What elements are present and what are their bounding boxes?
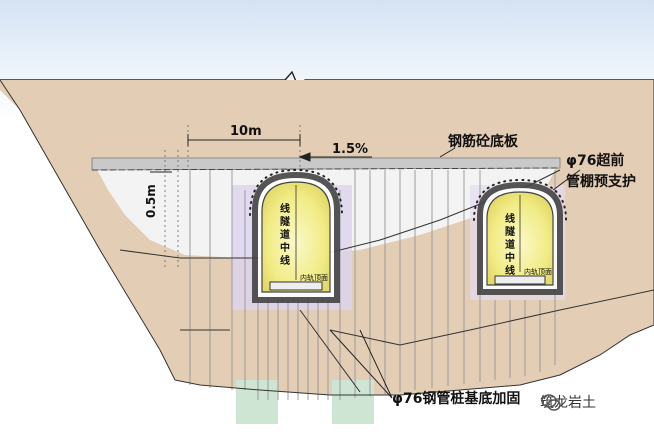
pile-base-zone-right [332, 380, 374, 424]
label-pre-support-line2: 管棚预支护 [566, 173, 636, 190]
slab-leader [439, 147, 456, 158]
label-pile-reinforcement: φ76钢管桩基底加固 [392, 390, 520, 407]
pre-support-leader [552, 169, 581, 191]
svg-text:隧: 隧 [280, 215, 290, 228]
label-slope: 1.5% [332, 142, 368, 157]
tunnel-right [473, 178, 567, 295]
svg-text:中: 中 [505, 251, 515, 264]
svg-text:道: 道 [280, 228, 290, 241]
svg-text:道: 道 [505, 238, 515, 251]
watermark-text: 筑龙岩土 [540, 395, 596, 411]
pile-leader-1 [329, 329, 393, 399]
svg-text:线: 线 [280, 202, 290, 215]
label-rail-top-right: 内轨顶面 [524, 267, 552, 276]
slope-arrow [298, 152, 372, 162]
construction-lines [164, 125, 301, 270]
label-pre-support-line1: φ76超前 [566, 152, 624, 169]
slab-dash-line [91, 167, 561, 171]
svg-text:隧: 隧 [505, 225, 515, 238]
label-rail-top-left: 内轨顶面 [300, 273, 328, 282]
label-depth: 0.5m [144, 184, 158, 218]
wechat-icon [541, 394, 561, 411]
watermark: 筑龙岩土 [540, 392, 596, 412]
pile-leader-2 [359, 329, 393, 399]
svg-text:线: 线 [505, 212, 515, 225]
svg-text:线: 线 [280, 254, 290, 267]
dimension-10m [187, 134, 301, 146]
svg-text:线: 线 [505, 264, 515, 277]
label-10m: 10m [230, 124, 262, 139]
svg-text:中: 中 [280, 241, 290, 254]
tunnel-left [249, 168, 343, 303]
label-slab: 钢筋砼底板 [448, 133, 519, 150]
pile-base-zone-left [236, 380, 278, 424]
